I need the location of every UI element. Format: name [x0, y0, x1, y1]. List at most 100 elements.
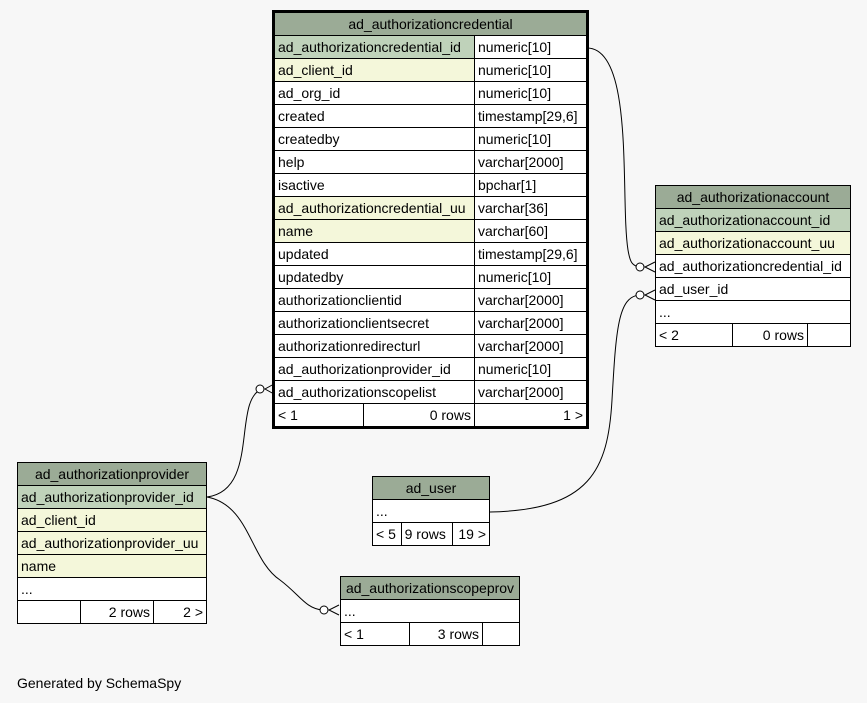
column-type: numeric[10] [473, 58, 588, 82]
row-count: 2 rows [80, 600, 154, 624]
parent-count: < 1 [274, 403, 364, 427]
column-name: ad_authorizationcredential_id [655, 254, 851, 278]
row-count: 9 rows [400, 522, 454, 546]
column-name: authorizationclientid [274, 288, 475, 312]
column-type: varchar[36] [473, 196, 588, 220]
table-row: ad_authorizationprovider_id [17, 485, 207, 509]
column-name: help [274, 150, 475, 174]
column-type: varchar[2000] [473, 311, 588, 335]
crowfoot-marker [327, 604, 340, 616]
column-type: numeric[10] [473, 357, 588, 381]
column-type: varchar[2000] [473, 334, 588, 358]
edge-end-circle [635, 262, 645, 272]
table-ad-authorizationcredential[interactable]: ad_authorizationcredential ad_authorizat… [272, 10, 589, 429]
table-footer: < 2 0 rows [655, 323, 851, 347]
column-type: timestamp[29,6] [473, 242, 588, 266]
edge-provider-scopeprov [206, 496, 323, 611]
table-title: ad_authorizationaccount [655, 185, 851, 209]
table-footer: < 1 3 rows [340, 622, 520, 646]
parent-count: < 1 [340, 622, 410, 646]
column-name: updatedby [274, 265, 475, 289]
table-row: ... [17, 577, 207, 601]
row-count: 0 rows [363, 403, 475, 427]
table-row: name [17, 554, 207, 578]
column-name: ad_user_id [655, 277, 851, 301]
table-row: ... [340, 599, 520, 623]
table-title: ad_user [372, 476, 490, 500]
child-count: 2 > [153, 600, 207, 624]
column-type: varchar[2000] [473, 150, 588, 174]
column-type: varchar[2000] [473, 288, 588, 312]
edge-end-circle [255, 384, 265, 394]
column-type: varchar[60] [473, 219, 588, 243]
column-name: ad_authorizationcredential_uu [274, 196, 475, 220]
column-name: updated [274, 242, 475, 266]
row-count: 0 rows [732, 323, 808, 347]
column-name: ad_authorizationprovider_id [17, 485, 207, 509]
child-count: 1 > [473, 403, 588, 427]
column-name: ad_authorizationprovider_id [274, 357, 475, 381]
column-name: authorizationclientsecret [274, 311, 475, 335]
crowfoot-marker [643, 261, 656, 273]
table-row: ad_client_id [17, 508, 207, 532]
child-count [807, 323, 851, 347]
crowfoot-marker [263, 383, 275, 395]
edge-provider-credential [206, 388, 263, 498]
column-name: name [17, 554, 207, 578]
column-name: ad_client_id [274, 58, 475, 82]
edge-end-circle [635, 290, 645, 300]
column-name: ... [372, 499, 490, 523]
table-row: ad_authorizationprovider_uu [17, 531, 207, 555]
column-type: varchar[2000] [473, 380, 588, 404]
column-type: numeric[10] [473, 127, 588, 151]
edge-end-circle [319, 605, 329, 615]
table-footer: < 1 0 rows 1 > [274, 403, 588, 427]
parent-count: < 5 [372, 522, 402, 546]
column-name: ... [17, 577, 207, 601]
column-type: numeric[10] [473, 265, 588, 289]
column-name: ad_client_id [17, 508, 207, 532]
table-title: ad_authorizationcredential [274, 12, 587, 36]
table-ad-authorizationscopeprov[interactable]: ad_authorizationscopeprov ... < 1 3 rows [340, 576, 520, 646]
table-ad-user[interactable]: ad_user ... < 5 9 rows 19 > [372, 476, 490, 546]
column-type: bpchar[1] [473, 173, 588, 197]
edge-user-account [489, 294, 641, 513]
table-ad-authorizationprovider[interactable]: ad_authorizationprovider ad_authorizatio… [17, 462, 207, 624]
table-title: ad_authorizationprovider [17, 462, 207, 486]
edge-credential-account [586, 47, 641, 268]
column-name: ad_authorizationprovider_uu [17, 531, 207, 555]
column-name: ad_authorizationscopelist [274, 380, 475, 404]
column-name: createdby [274, 127, 475, 151]
child-count: 19 > [452, 522, 490, 546]
column-type: timestamp[29,6] [473, 104, 588, 128]
table-row: ad_user_id [655, 277, 851, 301]
child-count [482, 622, 520, 646]
table-footer: 2 rows 2 > [17, 600, 207, 624]
table-footer: < 5 9 rows 19 > [372, 522, 490, 546]
column-name: ad_authorizationcredential_id [274, 35, 475, 59]
column-type: numeric[10] [473, 81, 588, 105]
column-type: numeric[10] [473, 35, 588, 59]
column-name: isactive [274, 173, 475, 197]
column-name: ad_authorizationaccount_id [655, 208, 851, 232]
table-title: ad_authorizationscopeprov [340, 576, 520, 600]
table-row: ad_authorizationaccount_uu [655, 231, 851, 255]
column-name: ad_authorizationaccount_uu [655, 231, 851, 255]
column-name: ... [655, 300, 851, 324]
crowfoot-marker [643, 289, 656, 301]
table-ad-authorizationaccount[interactable]: ad_authorizationaccount ad_authorization… [655, 185, 851, 347]
